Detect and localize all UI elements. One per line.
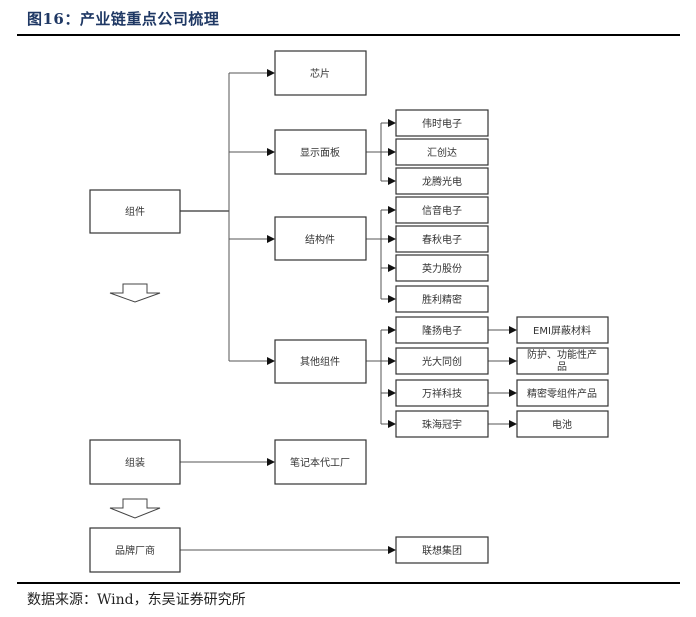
company-box: 隆扬电子 [395, 316, 489, 344]
svg-text:联想集团: 联想集团 [422, 544, 462, 557]
svg-text:信音电子: 信音电子 [422, 204, 462, 217]
product-box: 电池 [516, 410, 609, 438]
company-box: 龙腾光电 [395, 167, 489, 195]
node-brand-vendor: 品牌厂商 [89, 527, 181, 573]
company-box: 英力股份 [395, 254, 489, 282]
svg-text:品牌厂商: 品牌厂商 [115, 544, 155, 557]
svg-text:防护、功能性产: 防护、功能性产 [527, 348, 597, 361]
company-box: 春秋电子 [395, 225, 489, 253]
svg-text:春秋电子: 春秋电子 [422, 233, 462, 246]
node-components: 组件 [89, 189, 181, 234]
product-box: 精密零组件产品 [516, 379, 609, 407]
node-other-components: 其他组件 [274, 339, 367, 384]
company-box: 万祥科技 [395, 379, 489, 407]
svg-text:芯片: 芯片 [310, 67, 330, 80]
svg-text:组件: 组件 [125, 205, 145, 218]
node-structural-parts: 结构件 [274, 216, 367, 261]
svg-text:汇创达: 汇创达 [427, 146, 457, 159]
node-lenovo: 联想集团 [395, 536, 489, 564]
down-arrow-icon [109, 498, 161, 519]
company-box: 汇创达 [395, 138, 489, 166]
svg-text:品: 品 [557, 361, 567, 373]
node-notebook-odm: 笔记本代工厂 [274, 439, 367, 485]
company-box: 胜利精密 [395, 285, 489, 313]
company-box: 伟时电子 [395, 109, 489, 137]
svg-text:隆扬电子: 隆扬电子 [422, 324, 462, 337]
svg-text:精密零组件产品: 精密零组件产品 [527, 387, 597, 400]
structural-connectors [366, 206, 396, 303]
company-box: 珠海冠宇 [395, 410, 489, 438]
svg-text:组装: 组装 [125, 456, 145, 469]
svg-text:显示面板: 显示面板 [300, 146, 340, 159]
source-note: 数据来源：Wind，东吴证券研究所 [27, 592, 246, 608]
svg-text:笔记本代工厂: 笔记本代工厂 [290, 456, 350, 469]
svg-text:EMI屏蔽材料: EMI屏蔽材料 [533, 324, 591, 337]
svg-text:伟时电子: 伟时电子 [422, 117, 462, 130]
svg-text:其他组件: 其他组件 [300, 355, 340, 368]
svg-text:万祥科技: 万祥科技 [422, 387, 462, 400]
svg-text:结构件: 结构件 [305, 233, 335, 246]
company-box: 信音电子 [395, 196, 489, 224]
product-box: EMI屏蔽材料 [516, 316, 609, 344]
svg-text:珠海冠宇: 珠海冠宇 [422, 418, 462, 431]
figure-title: 图16：产业链重点公司梳理 [27, 10, 220, 28]
node-assembly: 组装 [89, 439, 181, 485]
top-rule [17, 34, 680, 36]
svg-text:胜利精密: 胜利精密 [422, 293, 462, 306]
svg-text:英力股份: 英力股份 [422, 262, 462, 275]
display-panel-connectors [366, 119, 396, 185]
product-box: 防护、功能性产 品 [516, 347, 609, 375]
svg-text:电池: 电池 [552, 418, 572, 431]
bottom-rule [17, 582, 680, 584]
components-connectors [180, 69, 275, 365]
down-arrow-icon [109, 283, 161, 303]
svg-text:龙腾光电: 龙腾光电 [422, 175, 462, 188]
node-display-panel: 显示面板 [274, 129, 367, 175]
svg-text:光大同创: 光大同创 [422, 355, 462, 368]
company-box: 光大同创 [395, 347, 489, 375]
other-components-connectors [366, 326, 517, 428]
node-chip: 芯片 [274, 50, 367, 96]
